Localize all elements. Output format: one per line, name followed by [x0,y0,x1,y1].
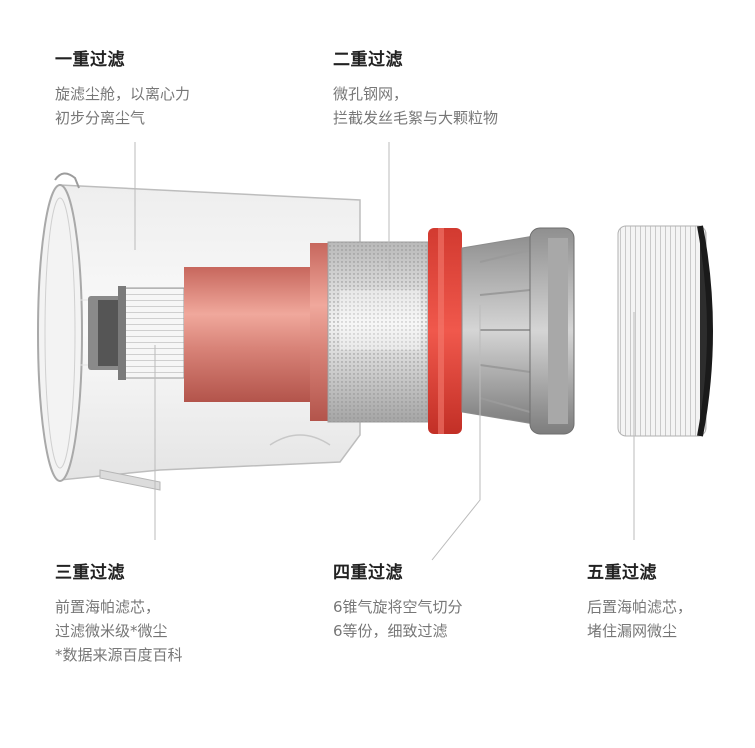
stage-1-label: 一重过滤 旋滤尘舱，以离心力 初步分离尘气 [55,45,190,130]
stage-2-title: 二重过滤 [333,50,403,70]
cyclone-cone [461,227,575,435]
front-hepa-filter [88,286,185,380]
leader-line-stage-4 [431,305,481,561]
stage-5-label: 五重过滤 后置海帕滤芯， 堵住漏网微尘 [587,558,692,643]
stage-4-line-1: 6锥气旋将空气切分 [333,598,463,616]
stage-4-title: 四重过滤 [333,563,403,583]
stage-3-line-2: 过滤微米级*微尘 [55,622,168,640]
rear-hepa-filter [617,225,713,437]
stage-3-title: 三重过滤 [55,563,125,583]
stage-5-line-2: 堵住漏网微尘 [587,622,678,640]
stage-5-title: 五重过滤 [587,563,657,583]
stage-3-line-1: 前置海帕滤芯， [55,598,161,616]
stage-1-line-2: 初步分离尘气 [55,109,146,127]
stage-2-line-2: 拦截发丝毛絮与大颗粒物 [333,109,499,127]
stage-1-line-1: 旋滤尘舱，以离心力 [55,85,191,103]
stage-1-title: 一重过滤 [55,50,125,70]
stage-4-line-2: 6等份，细致过滤 [333,622,448,640]
stage-2-line-1: 微孔钢网， [333,85,409,103]
stage-3-label: 三重过滤 前置海帕滤芯， 过滤微米级*微尘 *数据来源百度百科 [55,558,183,667]
leader-lines [134,142,635,561]
steel-mesh [327,241,429,423]
red-ring [428,228,462,434]
stage-2-label: 二重过滤 微孔钢网， 拦截发丝毛絮与大颗粒物 [333,45,498,130]
stage-3-footnote: *数据来源百度百科 [55,646,183,664]
stage-5-line-1: 后置海帕滤芯， [587,598,693,616]
stage-4-label: 四重过滤 6锥气旋将空气切分 6等份，细致过滤 [333,558,463,643]
copper-cylinder [184,243,330,421]
